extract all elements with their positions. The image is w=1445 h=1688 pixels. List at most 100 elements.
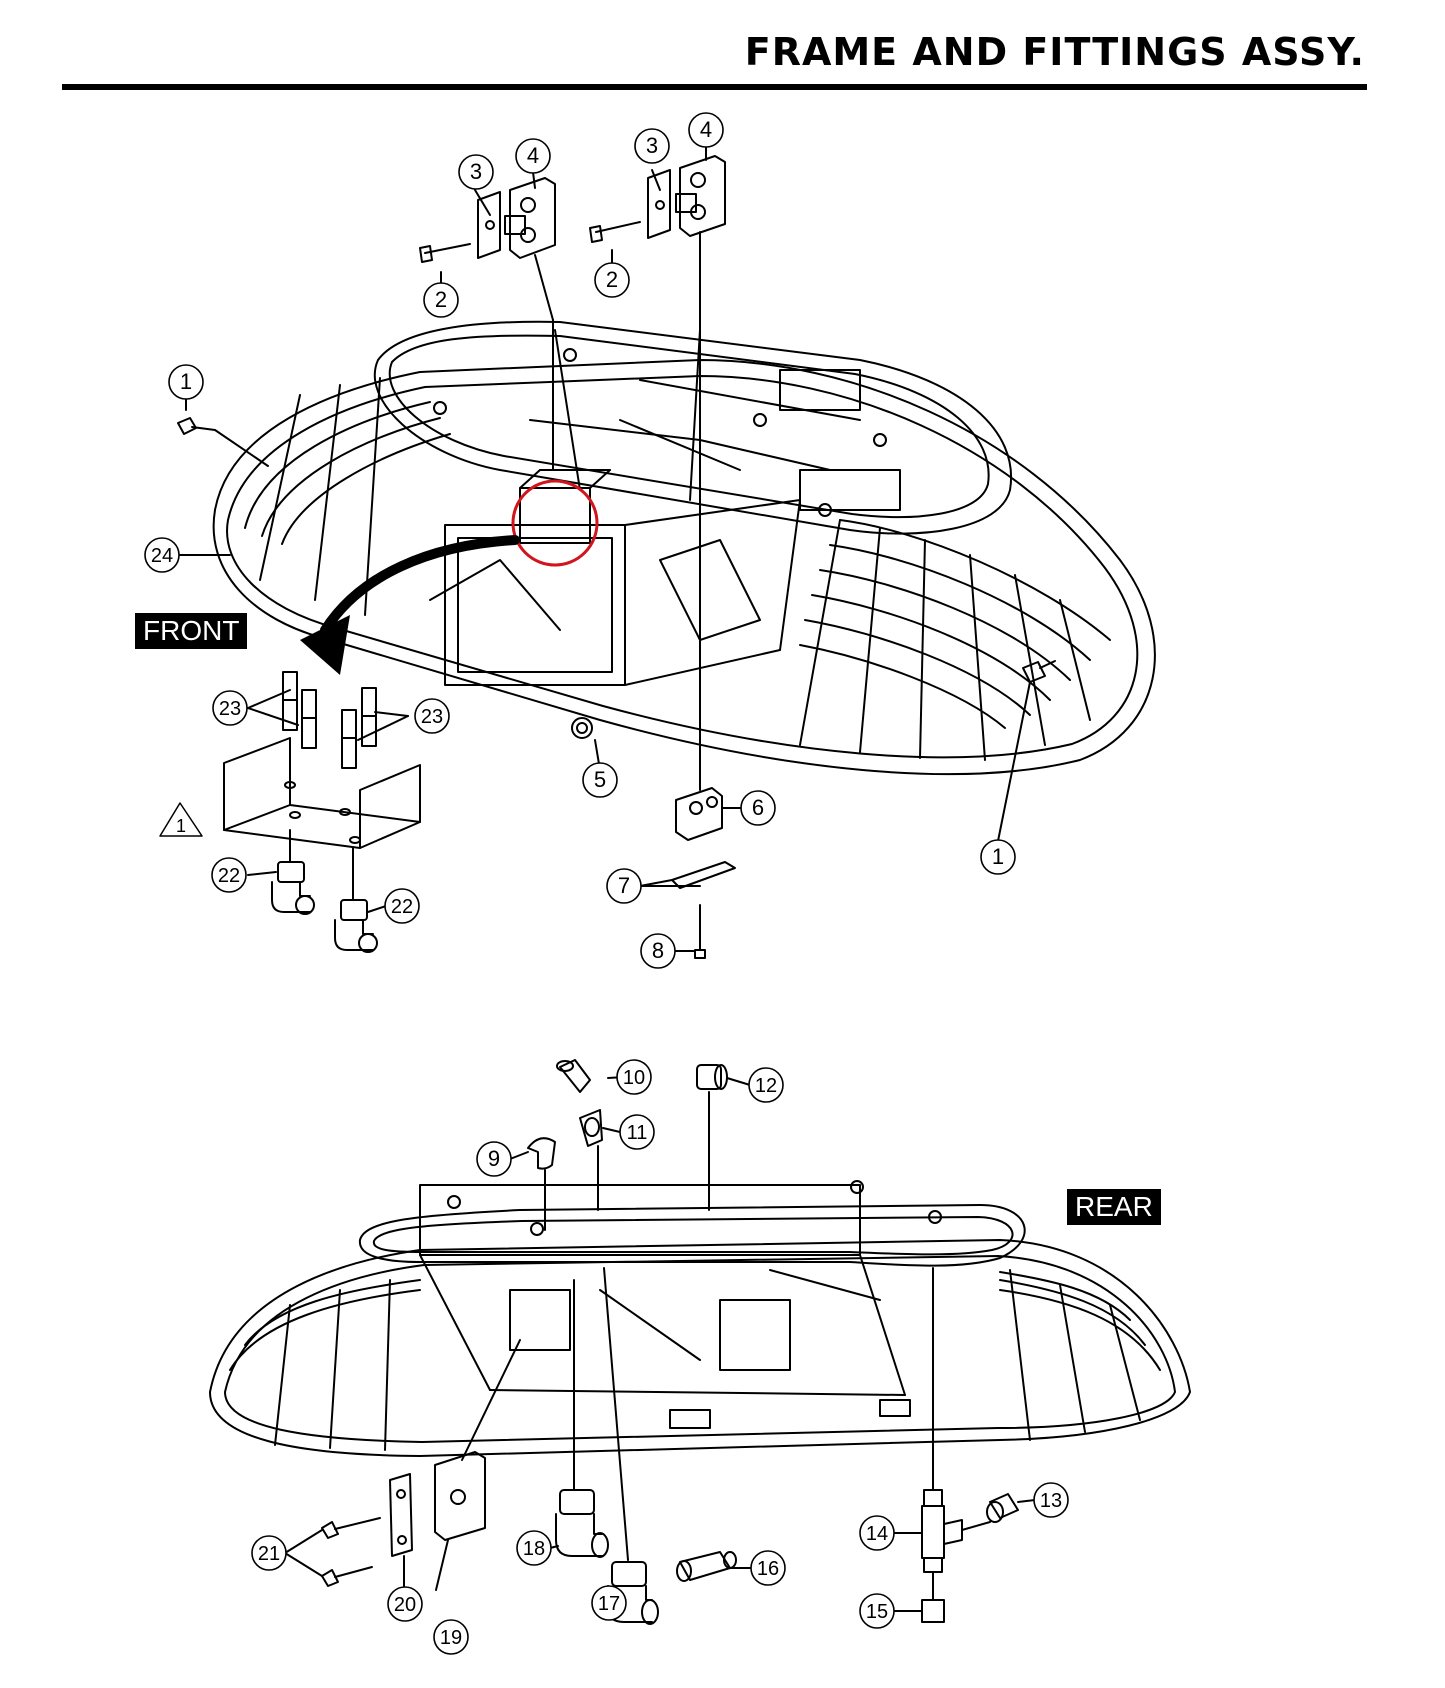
callout-number: 1 (992, 844, 1004, 869)
callout-circle (582, 762, 618, 798)
callout-2: 2 (423, 282, 459, 318)
callout-7: 7 (606, 868, 642, 904)
callout-circle (387, 1586, 423, 1622)
pad-block-left (419, 177, 556, 471)
callout-9: 9 (476, 1141, 512, 1177)
callout-4: 4 (688, 112, 724, 148)
callout-number: 20 (394, 1594, 416, 1616)
callout-number: 3 (470, 159, 482, 184)
highlight-circle (511, 479, 599, 567)
callout-3: 3 (634, 128, 670, 164)
callout-circle (251, 1535, 287, 1571)
callout-circle (1033, 1482, 1069, 1518)
callout-circle (458, 154, 494, 190)
fitting-bracket-detail (223, 671, 421, 953)
callout-13: 13 (1033, 1482, 1069, 1518)
pad-block-right (589, 155, 726, 791)
callout-number: 3 (646, 133, 658, 158)
lower-frame-drawing (209, 1180, 1191, 1457)
callout-number: 2 (435, 287, 447, 312)
callout-circle (616, 1059, 652, 1095)
callout-number: 12 (755, 1075, 777, 1097)
callout-number: 5 (594, 767, 606, 792)
callout-number: 4 (700, 117, 712, 142)
callout-19: 19 (433, 1619, 469, 1655)
callout-number: 11 (627, 1122, 648, 1144)
callout-circle (640, 933, 676, 969)
callout-22: 22 (211, 857, 247, 893)
rear-label: REAR (1067, 1189, 1161, 1225)
callout-number: 8 (652, 938, 664, 963)
callout-circle (688, 112, 724, 148)
callout-number: 14 (866, 1523, 888, 1545)
callout-2: 2 (594, 262, 630, 298)
page-title: FRAME AND FITTINGS ASSY. (744, 30, 1365, 74)
callout-14: 14 (859, 1515, 895, 1551)
front-label: FRONT (135, 613, 248, 649)
callout-20: 20 (387, 1586, 423, 1622)
callout-number: 6 (752, 795, 764, 820)
callout-circle (594, 262, 630, 298)
callout-number: 21 (258, 1543, 280, 1565)
callout-circle (740, 790, 776, 826)
callout-number: 23 (219, 698, 241, 720)
callout-number: 13 (1040, 1490, 1062, 1512)
callout-circle (211, 857, 247, 893)
callout-circle (619, 1114, 655, 1150)
callout-circle (476, 1141, 512, 1177)
callout-21: 21 (251, 1535, 287, 1571)
title-underline (62, 84, 1367, 90)
callout-8: 8 (640, 933, 676, 969)
callout-circle (859, 1593, 895, 1629)
callout-number: 19 (440, 1627, 462, 1649)
callout-circle (859, 1515, 895, 1551)
callout-circle (980, 839, 1016, 875)
callout-circle (433, 1619, 469, 1655)
callout-circle (384, 888, 420, 924)
callout-16: 16 (750, 1550, 786, 1586)
callout-23: 23 (212, 690, 248, 726)
callout-number: 22 (218, 865, 240, 887)
callout-number: 2 (606, 267, 618, 292)
callout-circle (423, 282, 459, 318)
callout-number: 16 (757, 1558, 779, 1580)
upper-frame-drawing (212, 320, 1156, 776)
callout-circle (591, 1585, 627, 1621)
callout-24: 24 (144, 537, 180, 573)
callout-1: 1 (168, 364, 204, 400)
callout-circle (515, 138, 551, 174)
callout-5: 5 (582, 762, 618, 798)
callout-circle (414, 698, 450, 734)
callout-1: 1 (980, 839, 1016, 875)
callout-18: 18 (516, 1530, 552, 1566)
callout-number: 22 (391, 896, 413, 918)
callout-number: 4 (527, 143, 539, 168)
callout-number: 23 (421, 706, 443, 728)
callout-number: 1 (180, 369, 192, 394)
callout-number: 17 (598, 1593, 620, 1615)
callout-10: 10 (616, 1059, 652, 1095)
callout-circle (634, 128, 670, 164)
callout-number: 7 (618, 873, 630, 898)
callout-circle (516, 1530, 552, 1566)
callout-4: 4 (515, 138, 551, 174)
callout-number: 10 (623, 1067, 645, 1089)
callout-3: 3 (458, 154, 494, 190)
callout-6: 6 (740, 790, 776, 826)
callout-number: 9 (488, 1146, 500, 1171)
callout-circle (748, 1067, 784, 1103)
callout-circle (606, 868, 642, 904)
callout-22: 22 (384, 888, 420, 924)
callout-circle (168, 364, 204, 400)
callout-17: 17 (591, 1585, 627, 1621)
callout-number: 15 (866, 1601, 888, 1623)
callout-number: 18 (523, 1538, 545, 1560)
callout-11: 11 (619, 1114, 655, 1150)
callout-circle (144, 537, 180, 573)
callout-circle (212, 690, 248, 726)
callout-15: 15 (859, 1593, 895, 1629)
callout-12: 12 (748, 1067, 784, 1103)
callout-number: 24 (151, 545, 173, 567)
